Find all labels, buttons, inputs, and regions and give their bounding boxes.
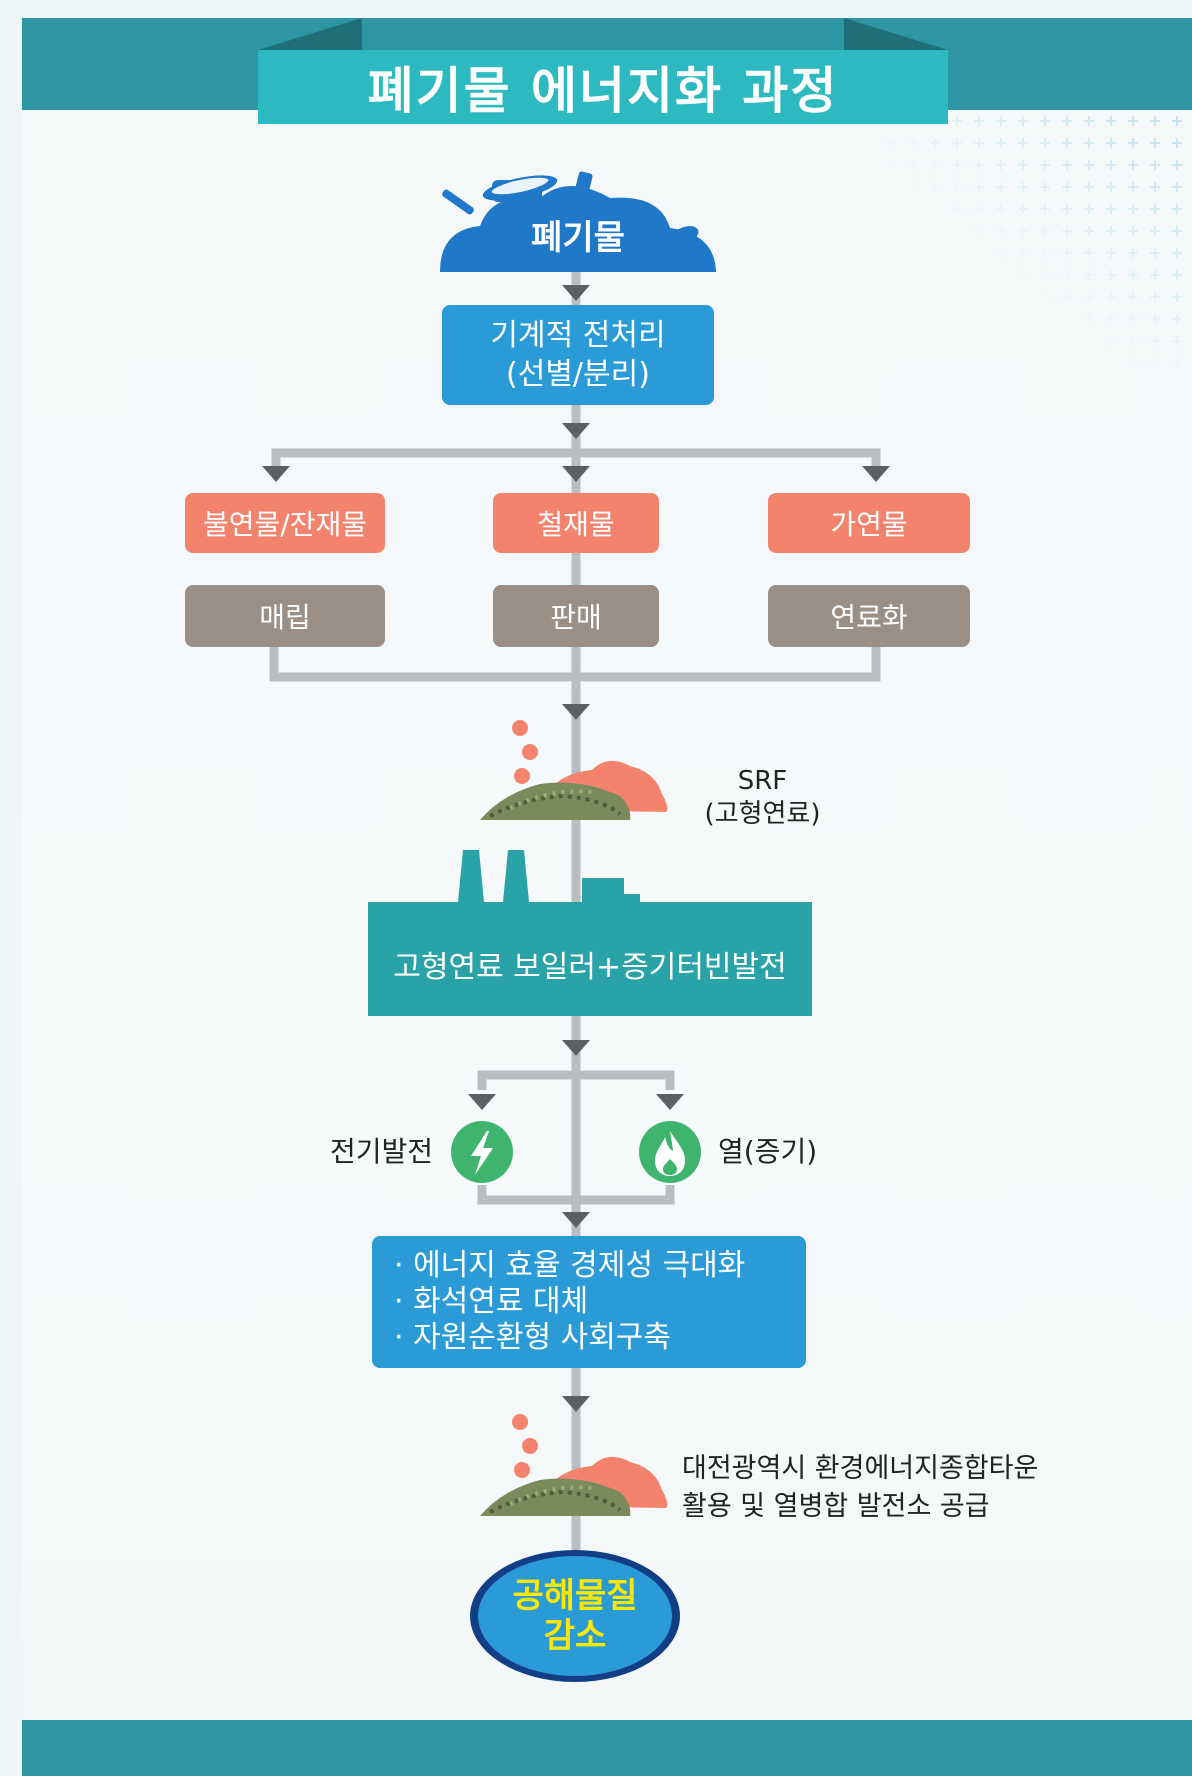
arrow-icon [562,1040,590,1056]
pretreatment-subtitle: (선별/분리) [506,357,650,392]
category-metal: 철재물 [493,493,659,553]
arrow-icon [468,1094,496,1110]
result-node: 공해물질 감소 [478,1556,672,1676]
supply-label: 대전광역시 환경에너지종합타운 활용 및 열병합 발전소 공급 [682,1450,1038,1526]
srf-label-desc: (고형연료) [704,798,821,829]
arrow-icon [562,704,590,720]
arrow-icon [562,1396,590,1412]
output-electric-label: 전기발전 [330,1135,434,1168]
banner-ribbon-folds [258,18,948,50]
method-sale: 판매 [493,585,659,647]
supply-line-2: 활용 및 열병합 발전소 공급 [682,1491,990,1522]
node-waste: 폐기물 [531,218,625,258]
output-heat-label: 열(증기) [718,1135,818,1168]
pretreatment-title: 기계적 전처리 [490,318,666,353]
benefit-item: · 화석연료 대체 [394,1284,589,1319]
lightning-icon [451,1121,513,1183]
power-plant-icon [368,850,812,1016]
arrow-icon [862,466,890,482]
arrow-icon [262,466,290,482]
benefit-item: · 에너지 효율 경제성 극대화 [394,1248,746,1283]
category-combustible: 가연물 [768,493,970,553]
method-fuelization: 연료화 [768,585,970,647]
arrow-icon [562,423,590,439]
fuel-pile-icon [480,1414,668,1516]
srf-label-name: SRF [737,766,788,796]
node-pretreatment: 기계적 전처리 (선별/분리) [442,305,714,405]
footer-bar [22,1720,1192,1776]
supply-line-1: 대전광역시 환경에너지종합타운 [682,1453,1039,1484]
arrow-icon [562,1212,590,1228]
node-plant: 고형연료 보일러+증기터빈발전 [393,950,787,985]
waste-cloud-icon [440,171,716,272]
arrow-icon [562,466,590,482]
arrow-icon [656,1094,684,1110]
benefit-item: · 자원순환형 사회구축 [394,1320,672,1355]
flame-icon [639,1121,701,1183]
method-landfill: 매립 [185,585,385,647]
arrow-icon [562,285,590,301]
category-incombustible: 불연물/잔재물 [185,493,385,553]
page-title: 폐기물 에너지화 과정 [258,50,948,124]
result-line-2: 감소 [543,1616,607,1656]
result-line-1: 공해물질 [512,1576,638,1616]
benefits-box: · 에너지 효율 경제성 극대화 · 화석연료 대체 · 자원순환형 사회구축 [372,1236,806,1368]
srf-pile-icon [480,720,668,820]
srf-label: SRF (고형연료) [695,765,830,830]
